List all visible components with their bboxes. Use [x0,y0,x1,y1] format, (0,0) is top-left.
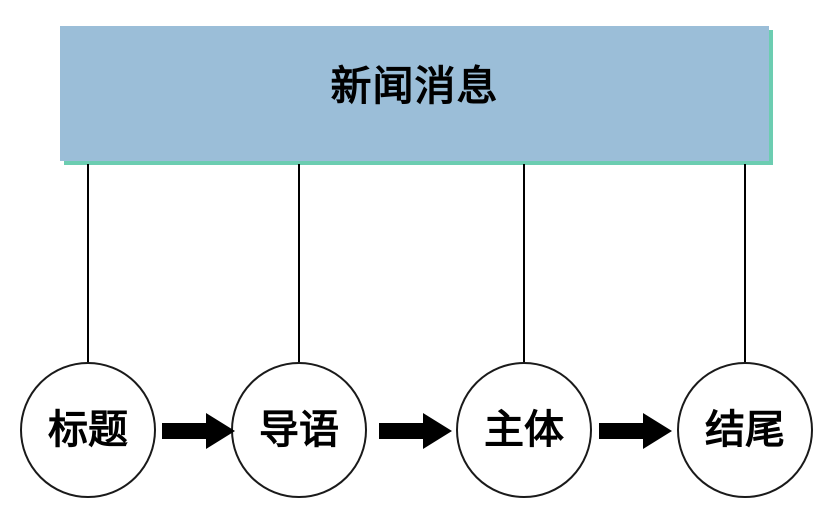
node-circle-1[interactable]: 标题 [20,362,156,498]
title-box[interactable]: 新闻消息 [60,26,769,161]
node-circle-4[interactable]: 结尾 [677,362,813,498]
node-circle-2[interactable]: 导语 [231,362,367,498]
right-arrow-icon-1 [162,412,236,450]
title-box-label: 新闻消息 [330,63,499,109]
right-arrow-icon-2 [379,412,453,450]
connector-to-node-1 [87,164,89,363]
connector-to-node-4 [744,164,746,363]
connector-to-node-3 [523,164,525,363]
connector-to-node-2 [298,164,300,363]
node-circle-3[interactable]: 主体 [456,362,592,498]
right-arrow-icon-3 [599,412,673,450]
node-label-4: 结尾 [705,408,785,452]
node-label-3: 主体 [484,408,564,452]
node-label-2: 导语 [259,408,339,452]
node-label-1: 标题 [48,408,128,452]
